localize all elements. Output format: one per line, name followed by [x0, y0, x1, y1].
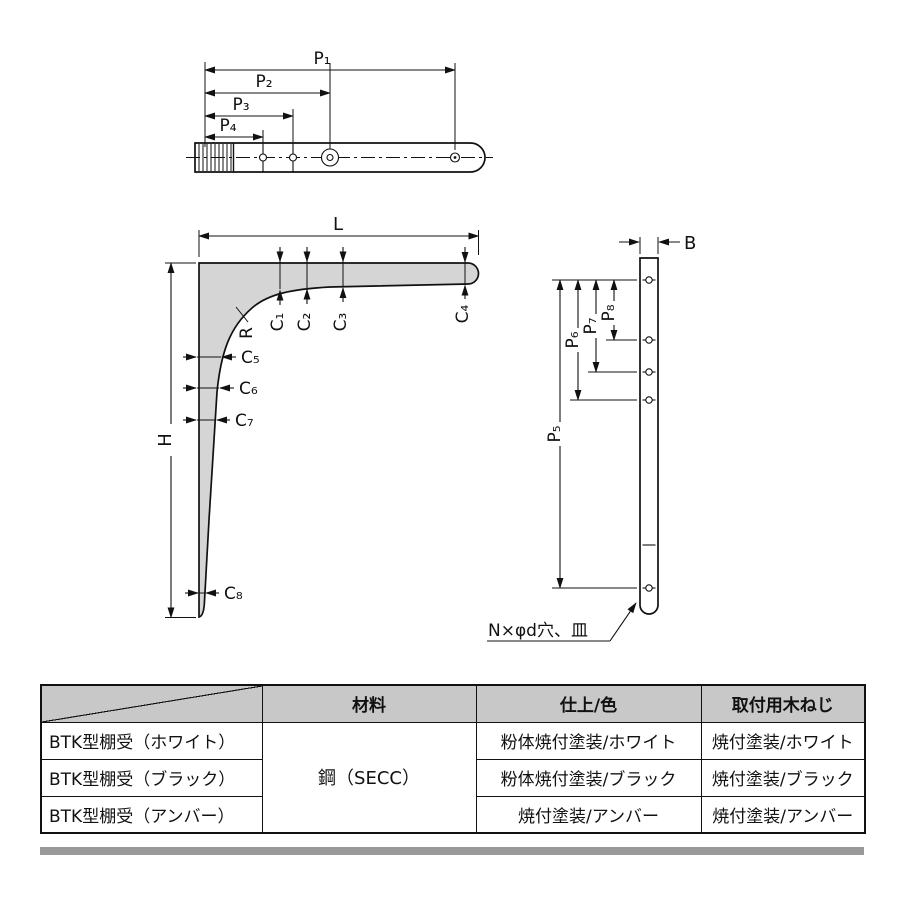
- hole-note-label: N×φd穴、皿: [488, 621, 588, 641]
- technical-drawing: P₁ P₂ P₃ P₄ L H: [155, 49, 696, 642]
- side-view: B P₈ P₇: [487, 233, 696, 642]
- table-header-row: 材料 仕上/色 取付用木ねじ: [40, 684, 866, 723]
- bottom-divider: [40, 847, 864, 855]
- finish-value: 焼付塗装/アンバー: [475, 795, 702, 834]
- dim-label-l: L: [333, 214, 343, 235]
- dim-label-c1: C₁: [268, 313, 288, 332]
- header-material: 材料: [261, 684, 477, 723]
- arm-hole-marks: [276, 247, 469, 305]
- dim-label-p5: P₅: [545, 425, 565, 442]
- dim-label-c5: C₅: [241, 348, 260, 368]
- hole-note: N×φd穴、皿: [487, 602, 637, 642]
- header-finish: 仕上/色: [475, 684, 702, 723]
- dim-label-p3: P₃: [232, 95, 249, 115]
- front-view: L H: [155, 214, 480, 619]
- dim-R: R: [235, 306, 257, 339]
- dim-label-c7: C₇: [235, 411, 254, 431]
- dim-label-h: H: [155, 433, 176, 447]
- plate-outline: [639, 257, 659, 615]
- side-view-dimension-lines: [556, 279, 618, 589]
- dim-H: H: [155, 262, 196, 619]
- plate-holes: [642, 276, 656, 592]
- screw-value: 焼付塗装/ホワイト: [700, 721, 866, 760]
- dim-B: B: [619, 233, 696, 254]
- material-value: 鋼（SECC）: [261, 721, 477, 834]
- dim-label-p6: P₆: [563, 331, 583, 348]
- bracket-outline: [198, 262, 480, 619]
- header-screw: 取付用木ねじ: [700, 684, 866, 723]
- spec-table: 材料 仕上/色 取付用木ねじ BTK型棚受（ホワイト） 鋼（SECC） 粉体焼付…: [40, 684, 866, 834]
- top-view-extension-lines: [204, 62, 456, 150]
- finish-value: 粉体焼付塗装/ブラック: [475, 758, 702, 797]
- dim-label-r: R: [237, 327, 257, 339]
- product-name: BTK型棚受（ブラック）: [40, 758, 263, 797]
- product-name: BTK型棚受（ホワイト）: [40, 721, 263, 760]
- dim-label-c2: C₂: [295, 313, 315, 332]
- dim-label-p2: P₂: [255, 72, 272, 92]
- top-view-dimension-lines: [204, 66, 456, 141]
- dim-label-c4: C₄: [453, 304, 473, 323]
- dim-label-p7: P₇: [581, 317, 601, 334]
- dim-L: L: [198, 214, 480, 257]
- dim-label-c3: C₃: [331, 313, 351, 332]
- header-product-diagonal: [40, 684, 263, 723]
- dim-label-c8: C₈: [224, 584, 243, 604]
- screw-value: 焼付塗装/アンバー: [700, 795, 866, 834]
- dim-label-p4: P₄: [219, 116, 236, 136]
- top-view-holes: [258, 143, 461, 172]
- table-row: BTK型棚受（アンバー） 焼付塗装/アンバー 焼付塗装/アンバー: [40, 795, 866, 834]
- dim-label-p8: P₈: [599, 304, 619, 321]
- dim-label-c6: C₆: [239, 379, 258, 399]
- dim-label-b: B: [684, 233, 696, 254]
- dim-label-p1: P₁: [313, 49, 330, 69]
- finish-value: 粉体焼付塗装/ホワイト: [475, 721, 702, 760]
- leg-hole-marks: [183, 353, 236, 597]
- product-name: BTK型棚受（アンバー）: [40, 795, 263, 834]
- table-row: BTK型棚受（ホワイト） 鋼（SECC） 粉体焼付塗装/ホワイト 焼付塗装/ホワ…: [40, 721, 866, 834]
- screw-value: 焼付塗装/ブラック: [700, 758, 866, 797]
- top-view: P₁ P₂ P₃ P₄: [186, 49, 493, 173]
- table-row: BTK型棚受（ブラック） 粉体焼付塗装/ブラック 焼付塗装/ブラック: [40, 758, 866, 797]
